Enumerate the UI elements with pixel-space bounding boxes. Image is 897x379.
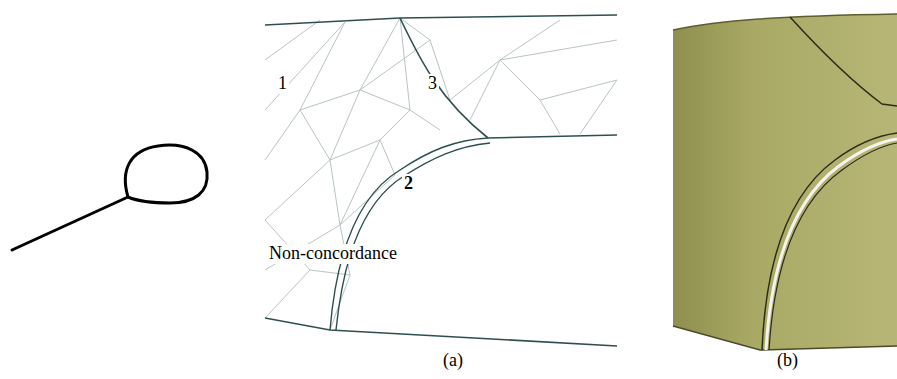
patch-number: 3 bbox=[426, 74, 439, 94]
panel-caption: (b) bbox=[775, 351, 800, 371]
patch-number: 2 bbox=[402, 174, 415, 194]
panel-caption: (a) bbox=[441, 351, 465, 371]
mesh-wireframe bbox=[265, 18, 617, 330]
patch-number: 1 bbox=[276, 74, 289, 94]
patch-boundary bbox=[265, 15, 617, 346]
sketch-stroke bbox=[12, 145, 207, 250]
annotation: Non-concordance bbox=[267, 244, 399, 264]
non-concordance-curves bbox=[330, 138, 490, 330]
shaded-surface bbox=[673, 14, 897, 350]
